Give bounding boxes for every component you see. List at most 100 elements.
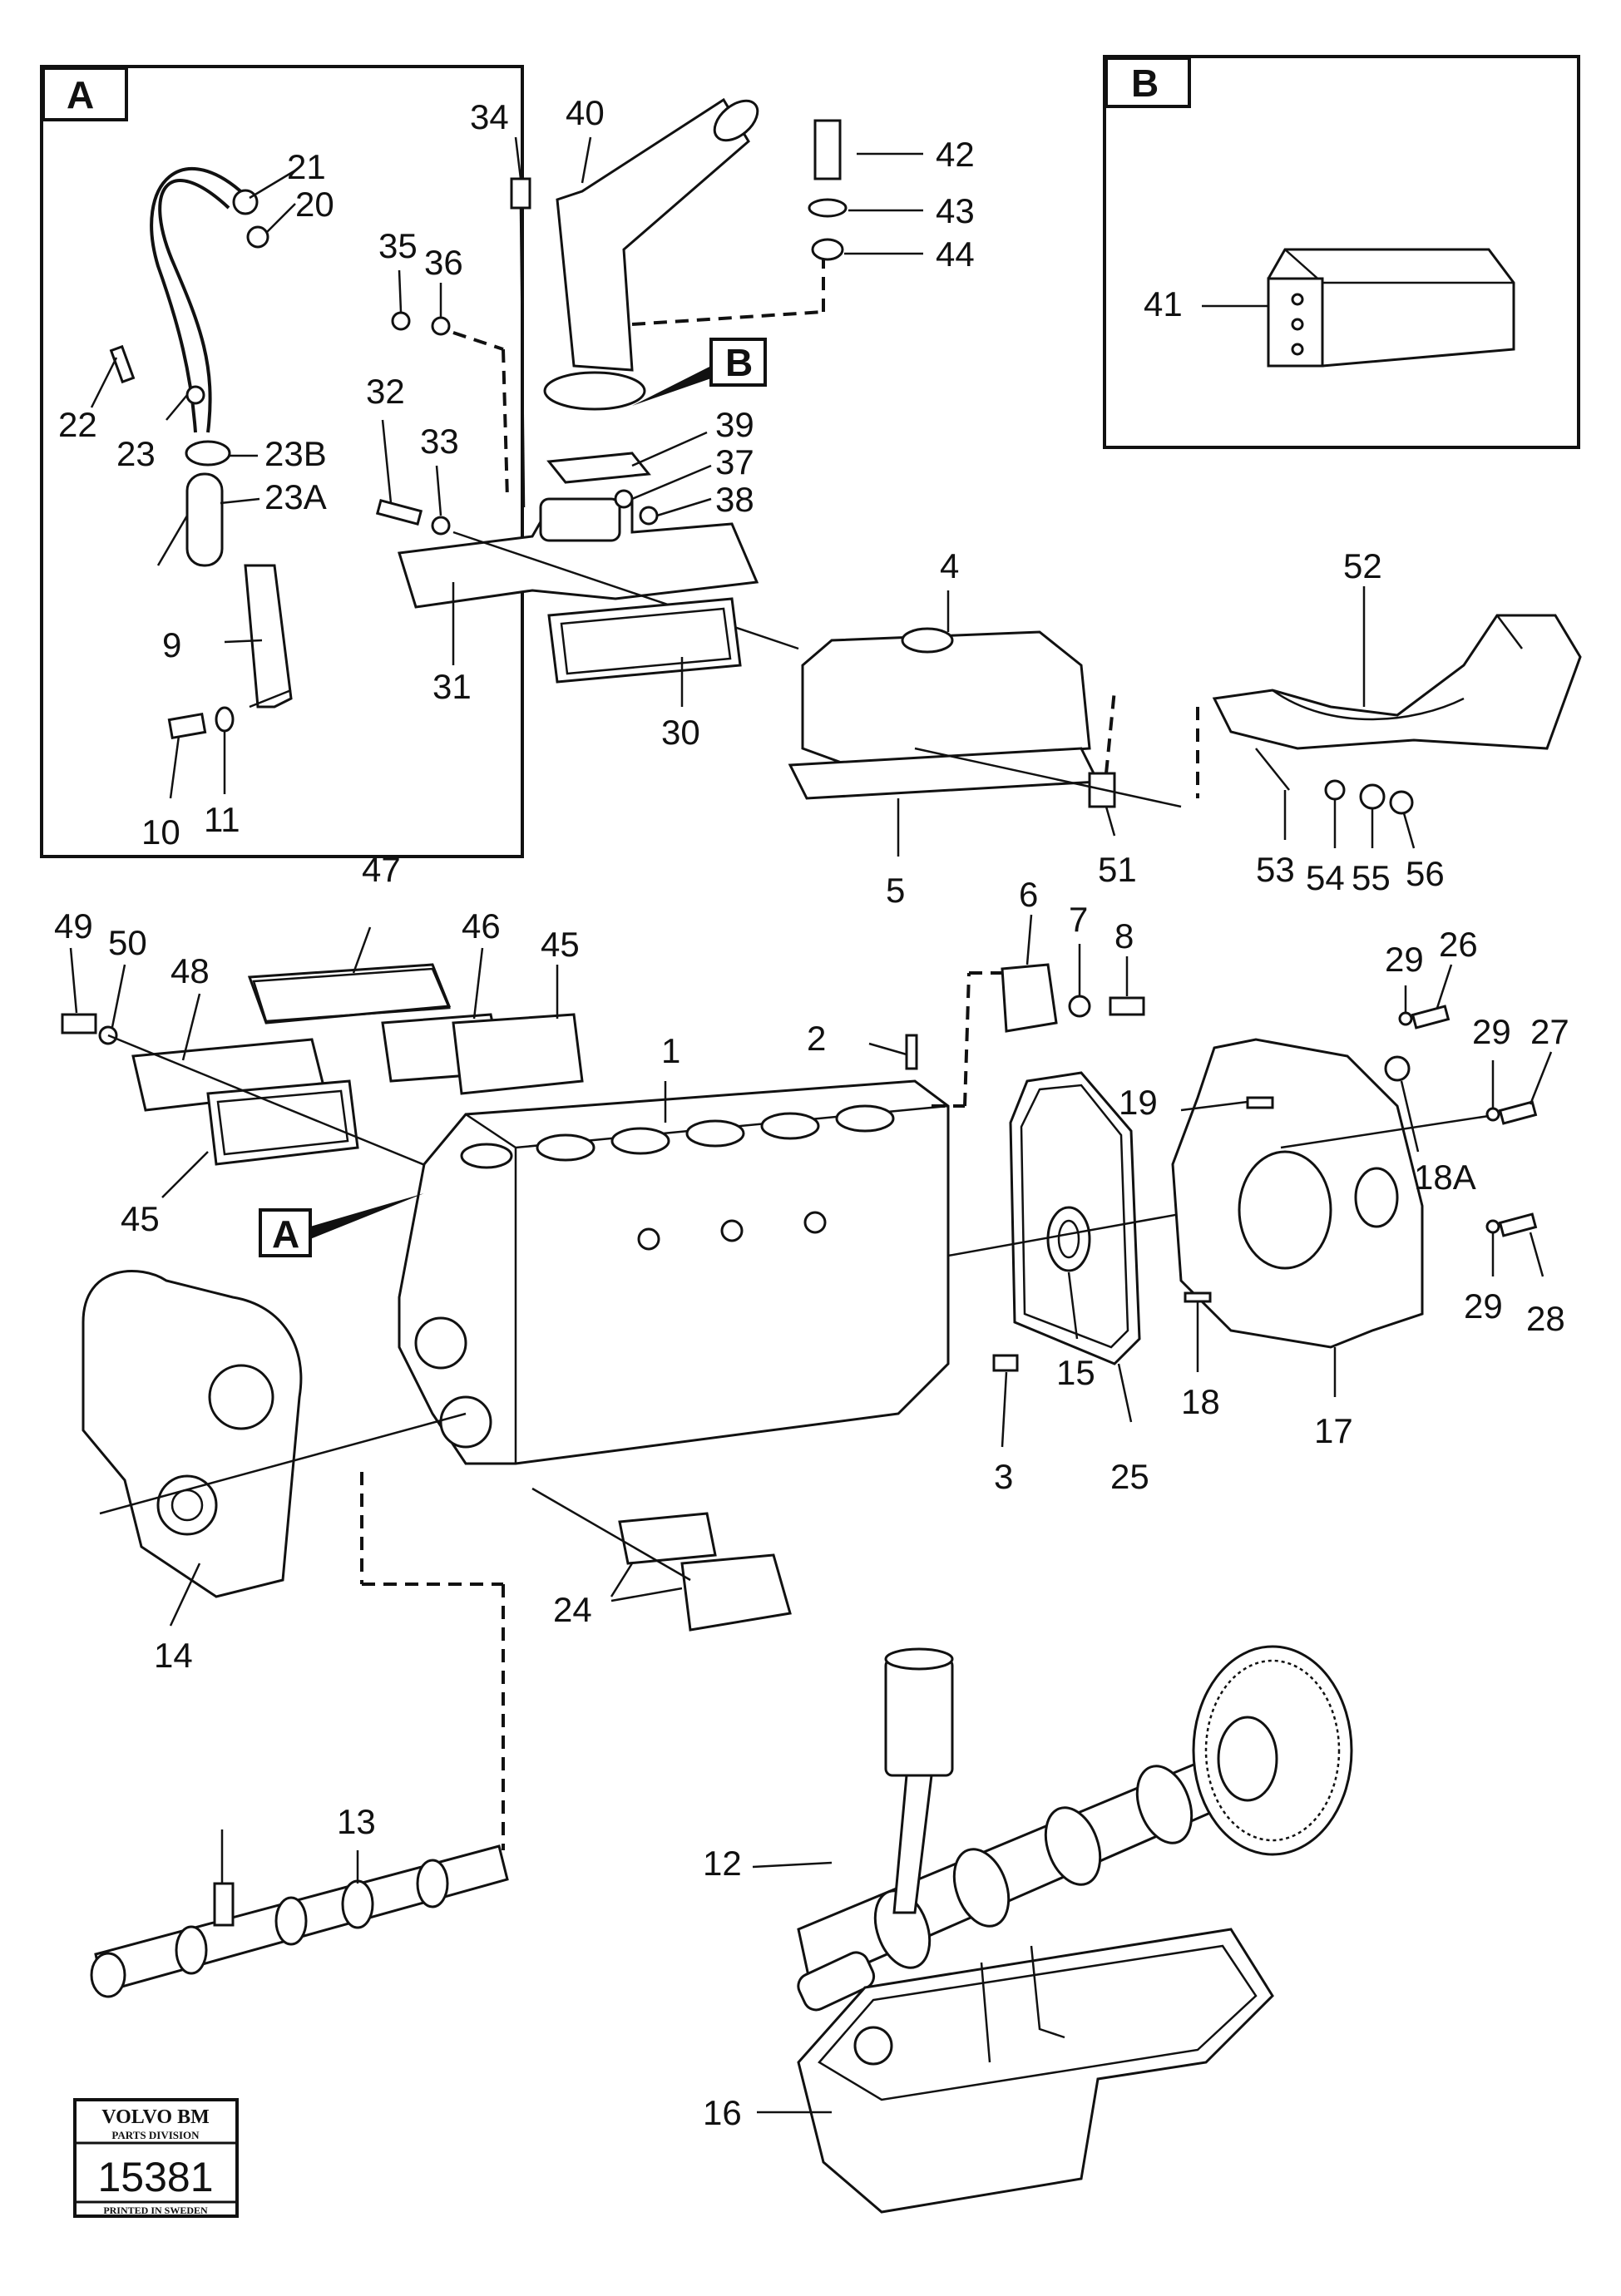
gasket-30-inner bbox=[560, 607, 732, 675]
sealing-ring bbox=[185, 440, 231, 467]
housing-bore bbox=[1238, 1150, 1332, 1270]
bolt-path bbox=[107, 1034, 454, 1178]
valve-cover-4 bbox=[801, 630, 1091, 767]
gasket-45-top bbox=[452, 1013, 584, 1095]
leader-34 bbox=[514, 136, 522, 180]
stamp-frame bbox=[73, 2098, 239, 2218]
washer-7 bbox=[1068, 995, 1091, 1018]
side-covers bbox=[61, 926, 584, 1198]
inset-a: A bbox=[40, 65, 524, 858]
washer-23 bbox=[185, 385, 205, 405]
insulator-hole bbox=[1291, 293, 1304, 306]
bracket-assembly bbox=[1001, 914, 1145, 1033]
hose-nut bbox=[246, 225, 269, 249]
dowel-19 bbox=[1246, 1096, 1274, 1109]
cylinder-bore bbox=[685, 1119, 745, 1148]
pipe-end bbox=[713, 99, 759, 142]
volvo-bm-stamp: VOLVO BM PARTS DIVISION 15381 PRINTED IN… bbox=[73, 2098, 239, 2218]
washer-11 bbox=[215, 706, 235, 733]
part-label-31: 31 bbox=[432, 667, 472, 706]
part-label-13: 13 bbox=[337, 1802, 376, 1841]
washer-54 bbox=[1324, 779, 1346, 801]
leader-47 bbox=[352, 926, 372, 974]
part-label-45a: 45 bbox=[541, 925, 580, 964]
leader-40 bbox=[581, 136, 592, 184]
part-label-27: 27 bbox=[1530, 1012, 1569, 1051]
callout-b-box bbox=[709, 338, 767, 387]
part-label-54: 54 bbox=[1306, 858, 1345, 897]
part-label-46: 46 bbox=[462, 906, 501, 946]
oil-pan-16 bbox=[797, 1928, 1274, 2214]
bolt-42 bbox=[813, 119, 842, 180]
leader-6 bbox=[1025, 914, 1033, 965]
part-label-23: 23 bbox=[116, 434, 156, 473]
bolt-10 bbox=[167, 712, 207, 740]
stamp-division: PARTS DIVISION bbox=[111, 2129, 200, 2141]
leader-51 bbox=[1105, 806, 1116, 837]
washer-37 bbox=[614, 489, 634, 509]
leader-9b bbox=[249, 689, 292, 709]
leader-38 bbox=[656, 497, 712, 517]
timing-cover-hub bbox=[208, 1364, 274, 1430]
part-label-9: 9 bbox=[162, 625, 181, 664]
cylinder-bore bbox=[610, 1127, 670, 1155]
leader-46 bbox=[472, 947, 484, 1020]
part-label-35: 35 bbox=[378, 226, 418, 265]
washer-29b bbox=[1485, 1107, 1500, 1122]
oil-pan-rim bbox=[818, 1944, 1258, 2101]
leader-20 bbox=[265, 203, 296, 234]
washer-43 bbox=[808, 198, 848, 218]
part-label-29a: 29 bbox=[1385, 940, 1424, 979]
cylinder-head-assembly bbox=[788, 590, 1182, 857]
leader-3 bbox=[1001, 1371, 1008, 1448]
inset-a-title: A bbox=[67, 73, 94, 116]
dowel-18 bbox=[1184, 1291, 1212, 1303]
washer-29a bbox=[1398, 1011, 1413, 1026]
part-label-21: 21 bbox=[287, 147, 326, 186]
part-label-37: 37 bbox=[715, 442, 754, 481]
stud-53 bbox=[1255, 748, 1290, 791]
leader-2 bbox=[868, 1042, 907, 1056]
leader-22 bbox=[90, 357, 118, 408]
part-label-43: 43 bbox=[936, 191, 975, 230]
part-label-7: 7 bbox=[1069, 900, 1088, 939]
bolt-27 bbox=[1498, 1100, 1538, 1125]
part-label-53: 53 bbox=[1256, 850, 1295, 889]
callout-b: B bbox=[725, 341, 753, 384]
callout-a-pointer bbox=[310, 1193, 424, 1239]
leader-14 bbox=[169, 1563, 201, 1627]
insulator-hole bbox=[1291, 343, 1304, 356]
cam-journal bbox=[90, 1952, 126, 1998]
pipe-lead bbox=[156, 515, 189, 566]
block-port bbox=[803, 1211, 827, 1234]
bolt-49 bbox=[61, 1013, 97, 1034]
part-label-38: 38 bbox=[715, 480, 754, 519]
part-label-44: 44 bbox=[936, 235, 975, 274]
flywheel-ring-gear bbox=[1204, 1659, 1341, 1842]
part-label-25: 25 bbox=[1110, 1457, 1149, 1496]
flywheel-hub bbox=[1217, 1716, 1278, 1802]
leader-37 bbox=[631, 464, 712, 501]
inset-b-frame bbox=[1103, 55, 1580, 449]
leader-49 bbox=[69, 947, 78, 1014]
camshaft-assembly bbox=[90, 1829, 509, 1998]
part-label-23a: 23A bbox=[264, 477, 327, 516]
washer-33 bbox=[431, 516, 451, 536]
part-label-29b: 29 bbox=[1472, 1012, 1511, 1051]
leader-15 bbox=[1067, 1271, 1079, 1340]
piston bbox=[884, 1657, 954, 1777]
flywheel-housing-assembly bbox=[1171, 964, 1553, 1397]
part-label-23b: 23B bbox=[264, 434, 327, 473]
assembly-path bbox=[963, 972, 971, 1107]
part-label-33: 33 bbox=[420, 422, 459, 461]
oil-pan-assembly bbox=[757, 1928, 1274, 2214]
part-label-28: 28 bbox=[1526, 1299, 1565, 1338]
part-label-19: 19 bbox=[1119, 1083, 1158, 1122]
exhaust-manifold-52 bbox=[1212, 614, 1582, 750]
part-label-22: 22 bbox=[58, 405, 97, 444]
gasket-45-inner bbox=[216, 1089, 349, 1156]
leader-39 bbox=[631, 431, 708, 467]
part-label-3: 3 bbox=[994, 1457, 1013, 1496]
part-label-47: 47 bbox=[362, 850, 401, 889]
